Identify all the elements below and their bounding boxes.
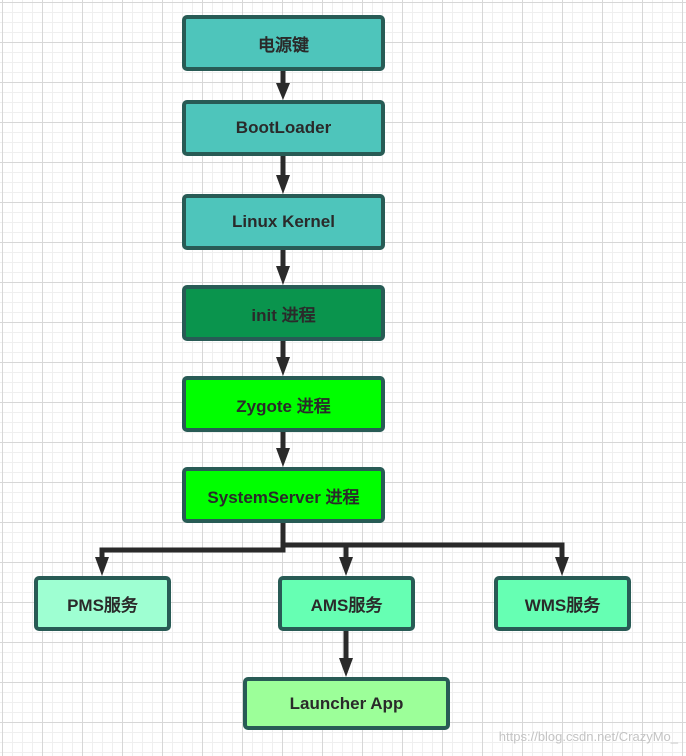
node-label: init 进程: [251, 305, 316, 325]
node-label: Zygote 进程: [236, 396, 331, 416]
node-systemserver-process: SystemServer 进程: [182, 467, 385, 523]
arrowhead-kernel: [276, 175, 290, 194]
edge-sys-pms: [99, 523, 286, 558]
node-label: BootLoader: [235, 118, 332, 137]
arrowhead-launch: [339, 658, 353, 677]
node-label: SystemServer 进程: [207, 487, 360, 507]
node-zygote-process: Zygote 进程: [182, 376, 385, 432]
node-ams-service: AMS服务: [278, 576, 415, 631]
arrowhead-init: [276, 266, 290, 285]
node-linux-kernel: Linux Kernel: [182, 194, 385, 250]
arrowhead-pms: [95, 557, 109, 576]
edge-sys-ams: [280, 523, 349, 558]
edge-sys-wms: [280, 523, 565, 558]
node-init-process: init 进程: [182, 285, 385, 341]
node-power-key: 电源键: [182, 15, 385, 71]
node-launcher-app: Launcher App: [243, 677, 450, 730]
watermark: https://blog.csdn.net/CrazyMo_: [498, 729, 678, 744]
node-label: PMS服务: [67, 596, 138, 615]
node-label: 电源键: [258, 35, 309, 55]
arrowhead-zygote: [276, 357, 290, 376]
arrowhead-boot: [276, 83, 290, 100]
node-label: WMS服务: [524, 596, 601, 615]
arrowhead-wms: [555, 557, 569, 576]
node-pms-service: PMS服务: [34, 576, 171, 631]
arrowhead-ams: [339, 557, 353, 576]
node-wms-service: WMS服务: [494, 576, 631, 631]
node-label: Linux Kernel: [232, 212, 335, 231]
node-bootloader: BootLoader: [182, 100, 385, 156]
node-label: Launcher App: [289, 693, 404, 713]
node-label: AMS服务: [310, 596, 383, 615]
arrowhead-sys: [276, 448, 290, 467]
